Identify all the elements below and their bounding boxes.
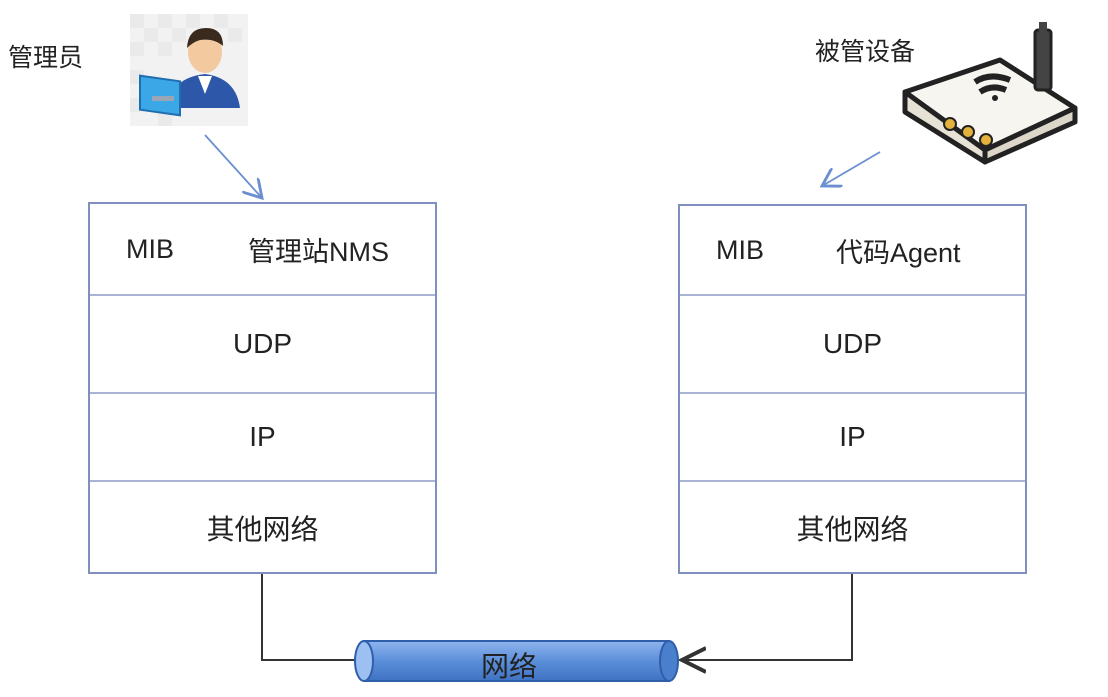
agent-network-line [682, 574, 853, 660]
admin-arrow [204, 134, 262, 198]
agent-ip-layer: IP [680, 392, 1025, 480]
manager-top-layer: MIB 管理站NMS [90, 204, 435, 294]
network-label: 网络 [481, 651, 538, 682]
manager-nms-label: 管理站NMS [248, 236, 389, 267]
agent-stack: MIB 代码Agent UDP IP 其他网络 [678, 204, 1027, 574]
device-arrow [822, 151, 881, 186]
router-icon [902, 22, 1078, 165]
agent-code-label: 代码Agent [836, 237, 961, 268]
manager-ip-layer: IP [90, 392, 435, 480]
network-pipe [354, 640, 679, 682]
admin-computer-icon [130, 14, 248, 126]
manager-udp-layer: UDP [90, 294, 435, 392]
admin-label: 管理员 [8, 44, 84, 72]
manager-mib-label: MIB [126, 233, 175, 264]
agent-udp-layer: UDP [680, 294, 1025, 392]
agent-mib-label: MIB [716, 234, 765, 265]
manager-network-line [261, 574, 358, 661]
manager-other-network-layer: 其他网络 [90, 480, 435, 574]
device-label: 被管设备 [815, 38, 916, 66]
agent-other-network-layer: 其他网络 [680, 480, 1025, 574]
manager-stack: MIB 管理站NMS UDP IP 其他网络 [88, 202, 437, 574]
agent-top-layer: MIB 代码Agent [680, 206, 1025, 294]
